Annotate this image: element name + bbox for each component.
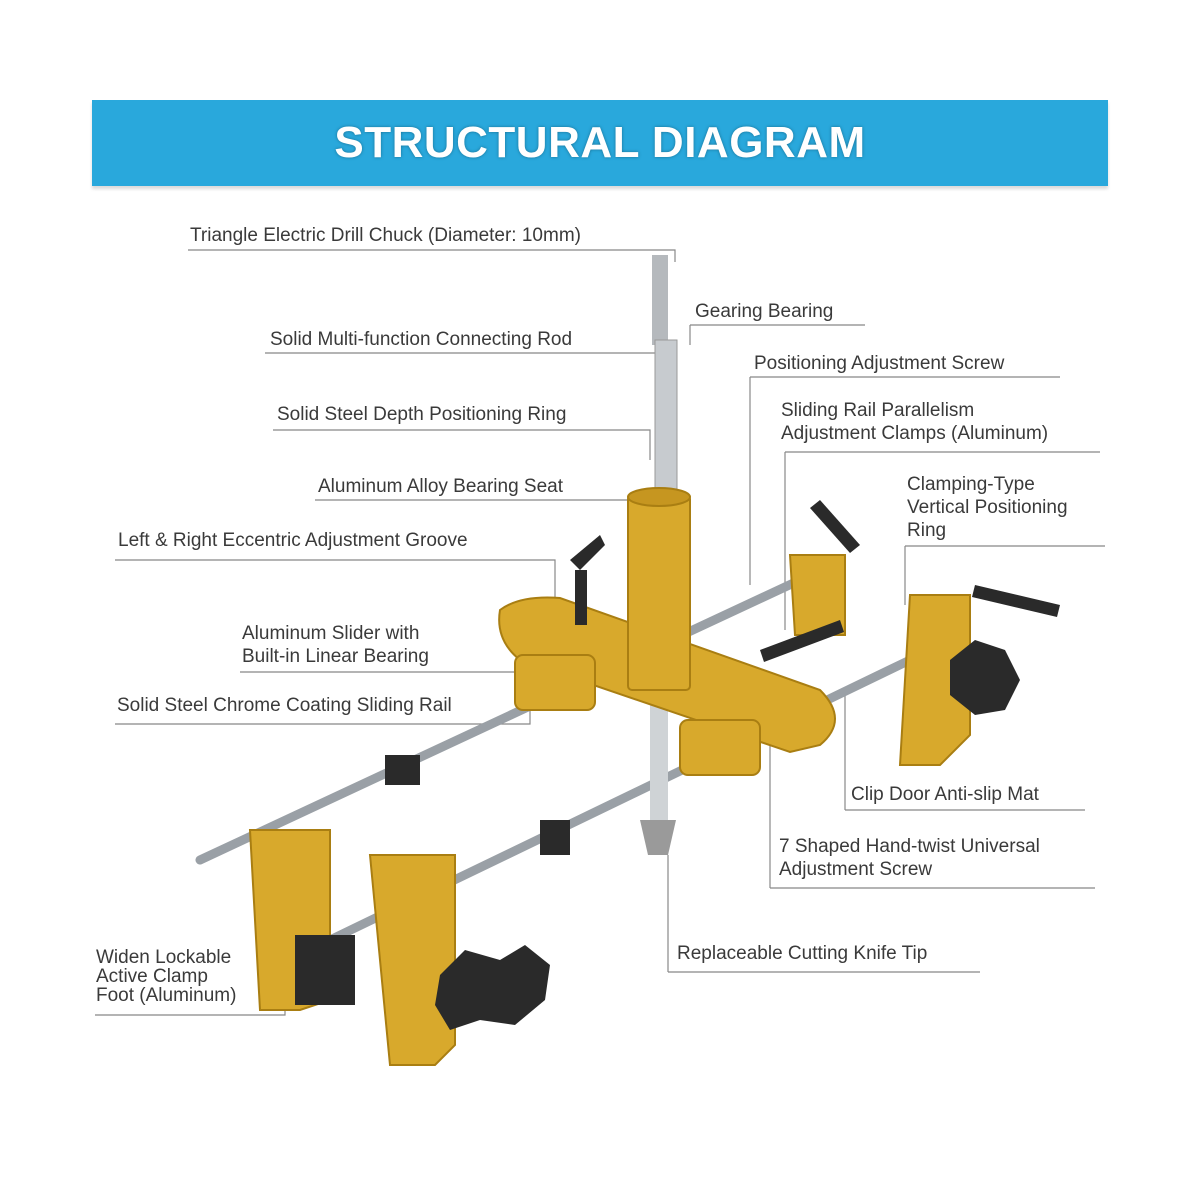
center-rod	[640, 255, 678, 855]
label-line: Built-in Linear Bearing	[242, 646, 429, 667]
label-aluminum-slider: Aluminum Slider with Built-in Linear Bea…	[242, 622, 429, 668]
label-knife-tip: Replaceable Cutting Knife Tip	[677, 943, 928, 964]
label-line: Ring	[907, 520, 947, 541]
label-line: Foot (Aluminum)	[96, 985, 237, 1006]
label-line: Adjustment Screw	[779, 859, 933, 880]
label-line: 7 Shaped Hand-twist Universal	[779, 836, 1040, 857]
label-line: Adjustment Clamps (Aluminum)	[781, 423, 1049, 444]
label-line: Widen Lockable	[96, 947, 232, 968]
label-line: Active Clamp	[96, 966, 208, 987]
label-line: Aluminum Slider with	[242, 623, 420, 644]
label-clamp-foot: Widen Lockable Active Clamp Foot (Alumin…	[96, 948, 236, 1005]
label-drill-chuck: Triangle Electric Drill Chuck (Diameter:…	[190, 225, 581, 246]
label-gearing-bearing: Gearing Bearing	[695, 301, 834, 322]
label-sliding-rail: Solid Steel Chrome Coating Sliding Rail	[117, 695, 452, 716]
label-connecting-rod: Solid Multi-function Connecting Rod	[270, 329, 573, 350]
knife-tip	[640, 820, 676, 855]
label-clamping-ring: Clamping-Type Vertical Positioning Ring	[907, 473, 1068, 542]
label-positioning-screw: Positioning Adjustment Screw	[754, 353, 1005, 374]
leader-lines	[95, 249, 1105, 1016]
anti-slip-mat	[295, 935, 355, 1005]
slider-plate	[498, 487, 836, 776]
label-bearing-seat: Aluminum Alloy Bearing Seat	[318, 476, 564, 497]
label-parallelism-clamps: Sliding Rail Parallelism Adjustment Clam…	[781, 399, 1048, 445]
label-depth-ring: Solid Steel Depth Positioning Ring	[277, 404, 567, 425]
knobs-and-handles	[295, 500, 1060, 1030]
label-line: Clamping-Type	[907, 474, 1035, 495]
label-hand-twist-screw: 7 Shaped Hand-twist Universal Adjustment…	[779, 835, 1040, 881]
label-line: Vertical Positioning	[907, 497, 1068, 518]
label-eccentric-groove: Left & Right Eccentric Adjustment Groove	[118, 530, 468, 551]
title-banner: STRUCTURAL DIAGRAM	[92, 100, 1108, 186]
page-title: STRUCTURAL DIAGRAM	[334, 118, 866, 167]
label-line: Sliding Rail Parallelism	[781, 400, 975, 421]
label-anti-slip-mat: Clip Door Anti-slip Mat	[851, 784, 1039, 805]
